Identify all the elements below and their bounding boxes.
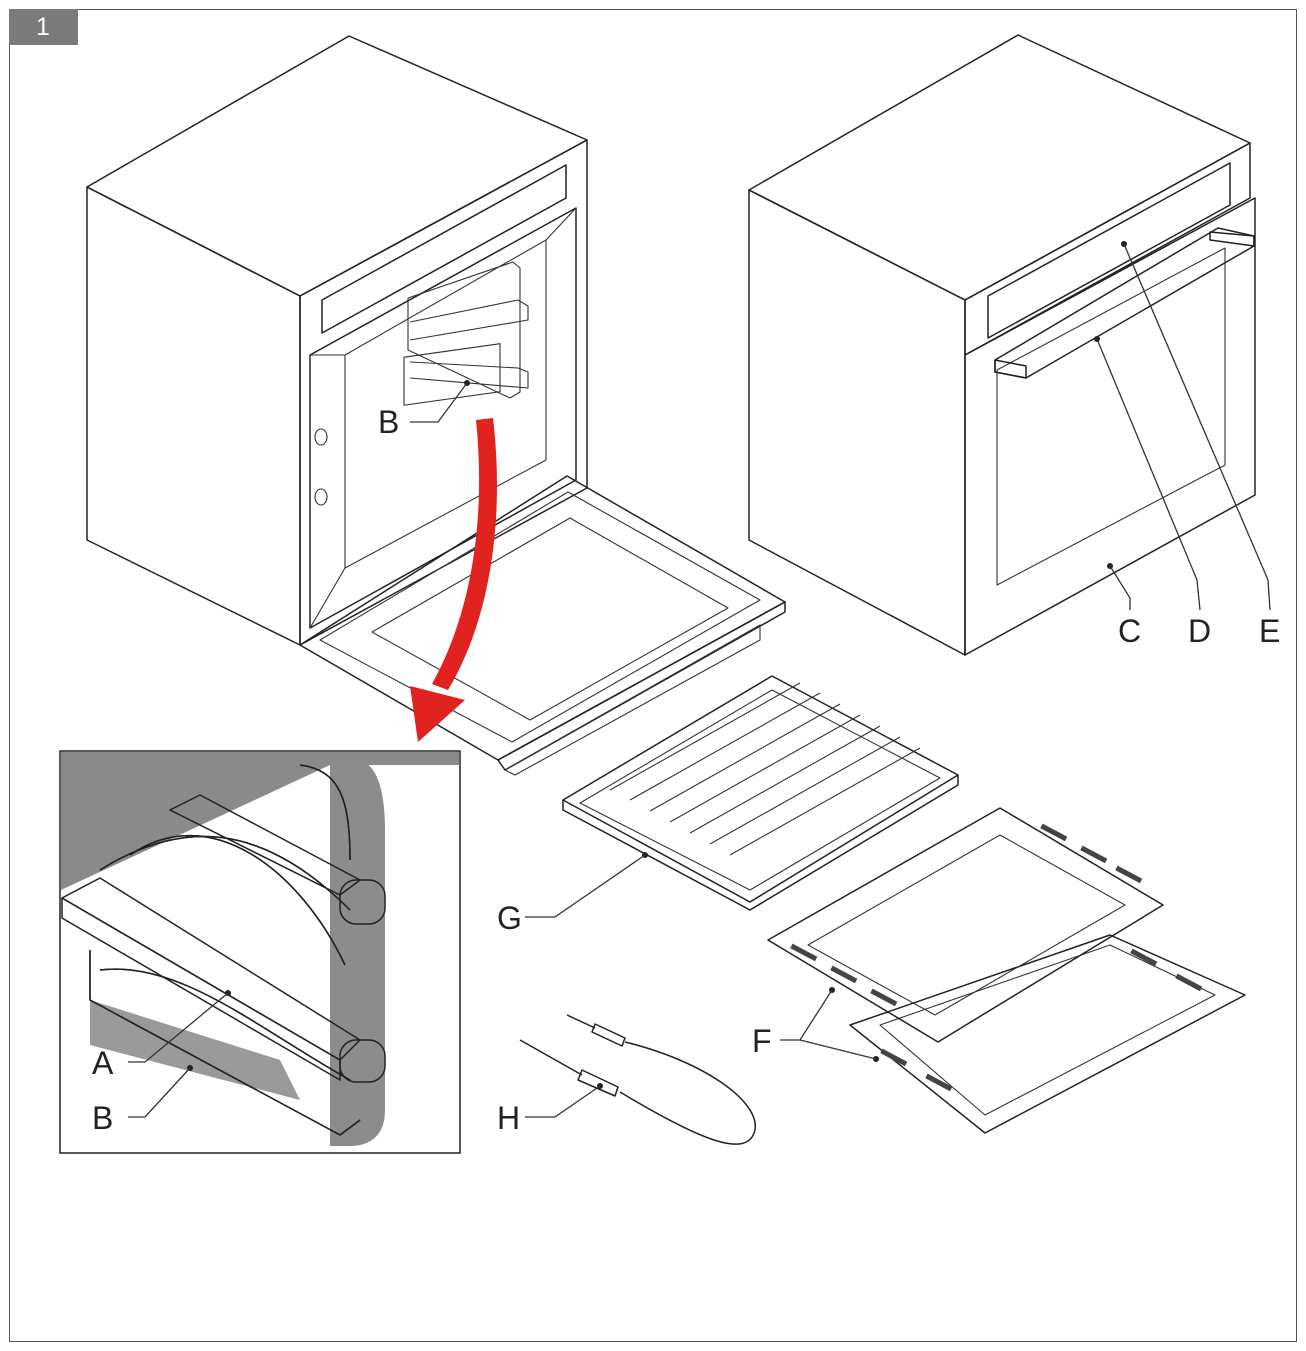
label-e: E (1123, 243, 1280, 649)
wire-grid (562, 675, 959, 911)
label-d: D (1096, 338, 1211, 649)
meat-probe (519, 1014, 756, 1145)
inset-side-rail (61, 877, 386, 1083)
side-rack-top (403, 261, 529, 406)
label-f-text: F (752, 1023, 772, 1059)
label-c-text: C (1118, 613, 1141, 649)
label-a: A (92, 992, 229, 1081)
label-b-top: B (378, 382, 468, 440)
label-b-top-text: B (378, 404, 399, 440)
label-h-text: H (497, 1100, 520, 1136)
label-e-text: E (1259, 613, 1280, 649)
inset-detail (59, 750, 461, 1154)
label-d-text: D (1188, 613, 1211, 649)
label-g-text: G (497, 900, 522, 936)
baking-trays (767, 807, 1246, 1134)
red-arrow (410, 418, 497, 742)
door-handle (994, 227, 1255, 379)
label-a-text: A (92, 1045, 114, 1081)
label-b-inset: B (92, 1067, 191, 1136)
label-h: H (497, 1085, 601, 1136)
open-oven (86, 35, 786, 776)
closed-oven (748, 34, 1256, 656)
label-f: F (752, 989, 877, 1060)
label-g: G (497, 854, 646, 936)
open-door (299, 475, 786, 776)
inset-shelf-rails (89, 764, 386, 1136)
figure-frame (9, 9, 1297, 1342)
label-c: C (1109, 565, 1141, 649)
label-b-inset-text: B (92, 1100, 113, 1136)
figure-number-badge: 1 (9, 9, 78, 45)
